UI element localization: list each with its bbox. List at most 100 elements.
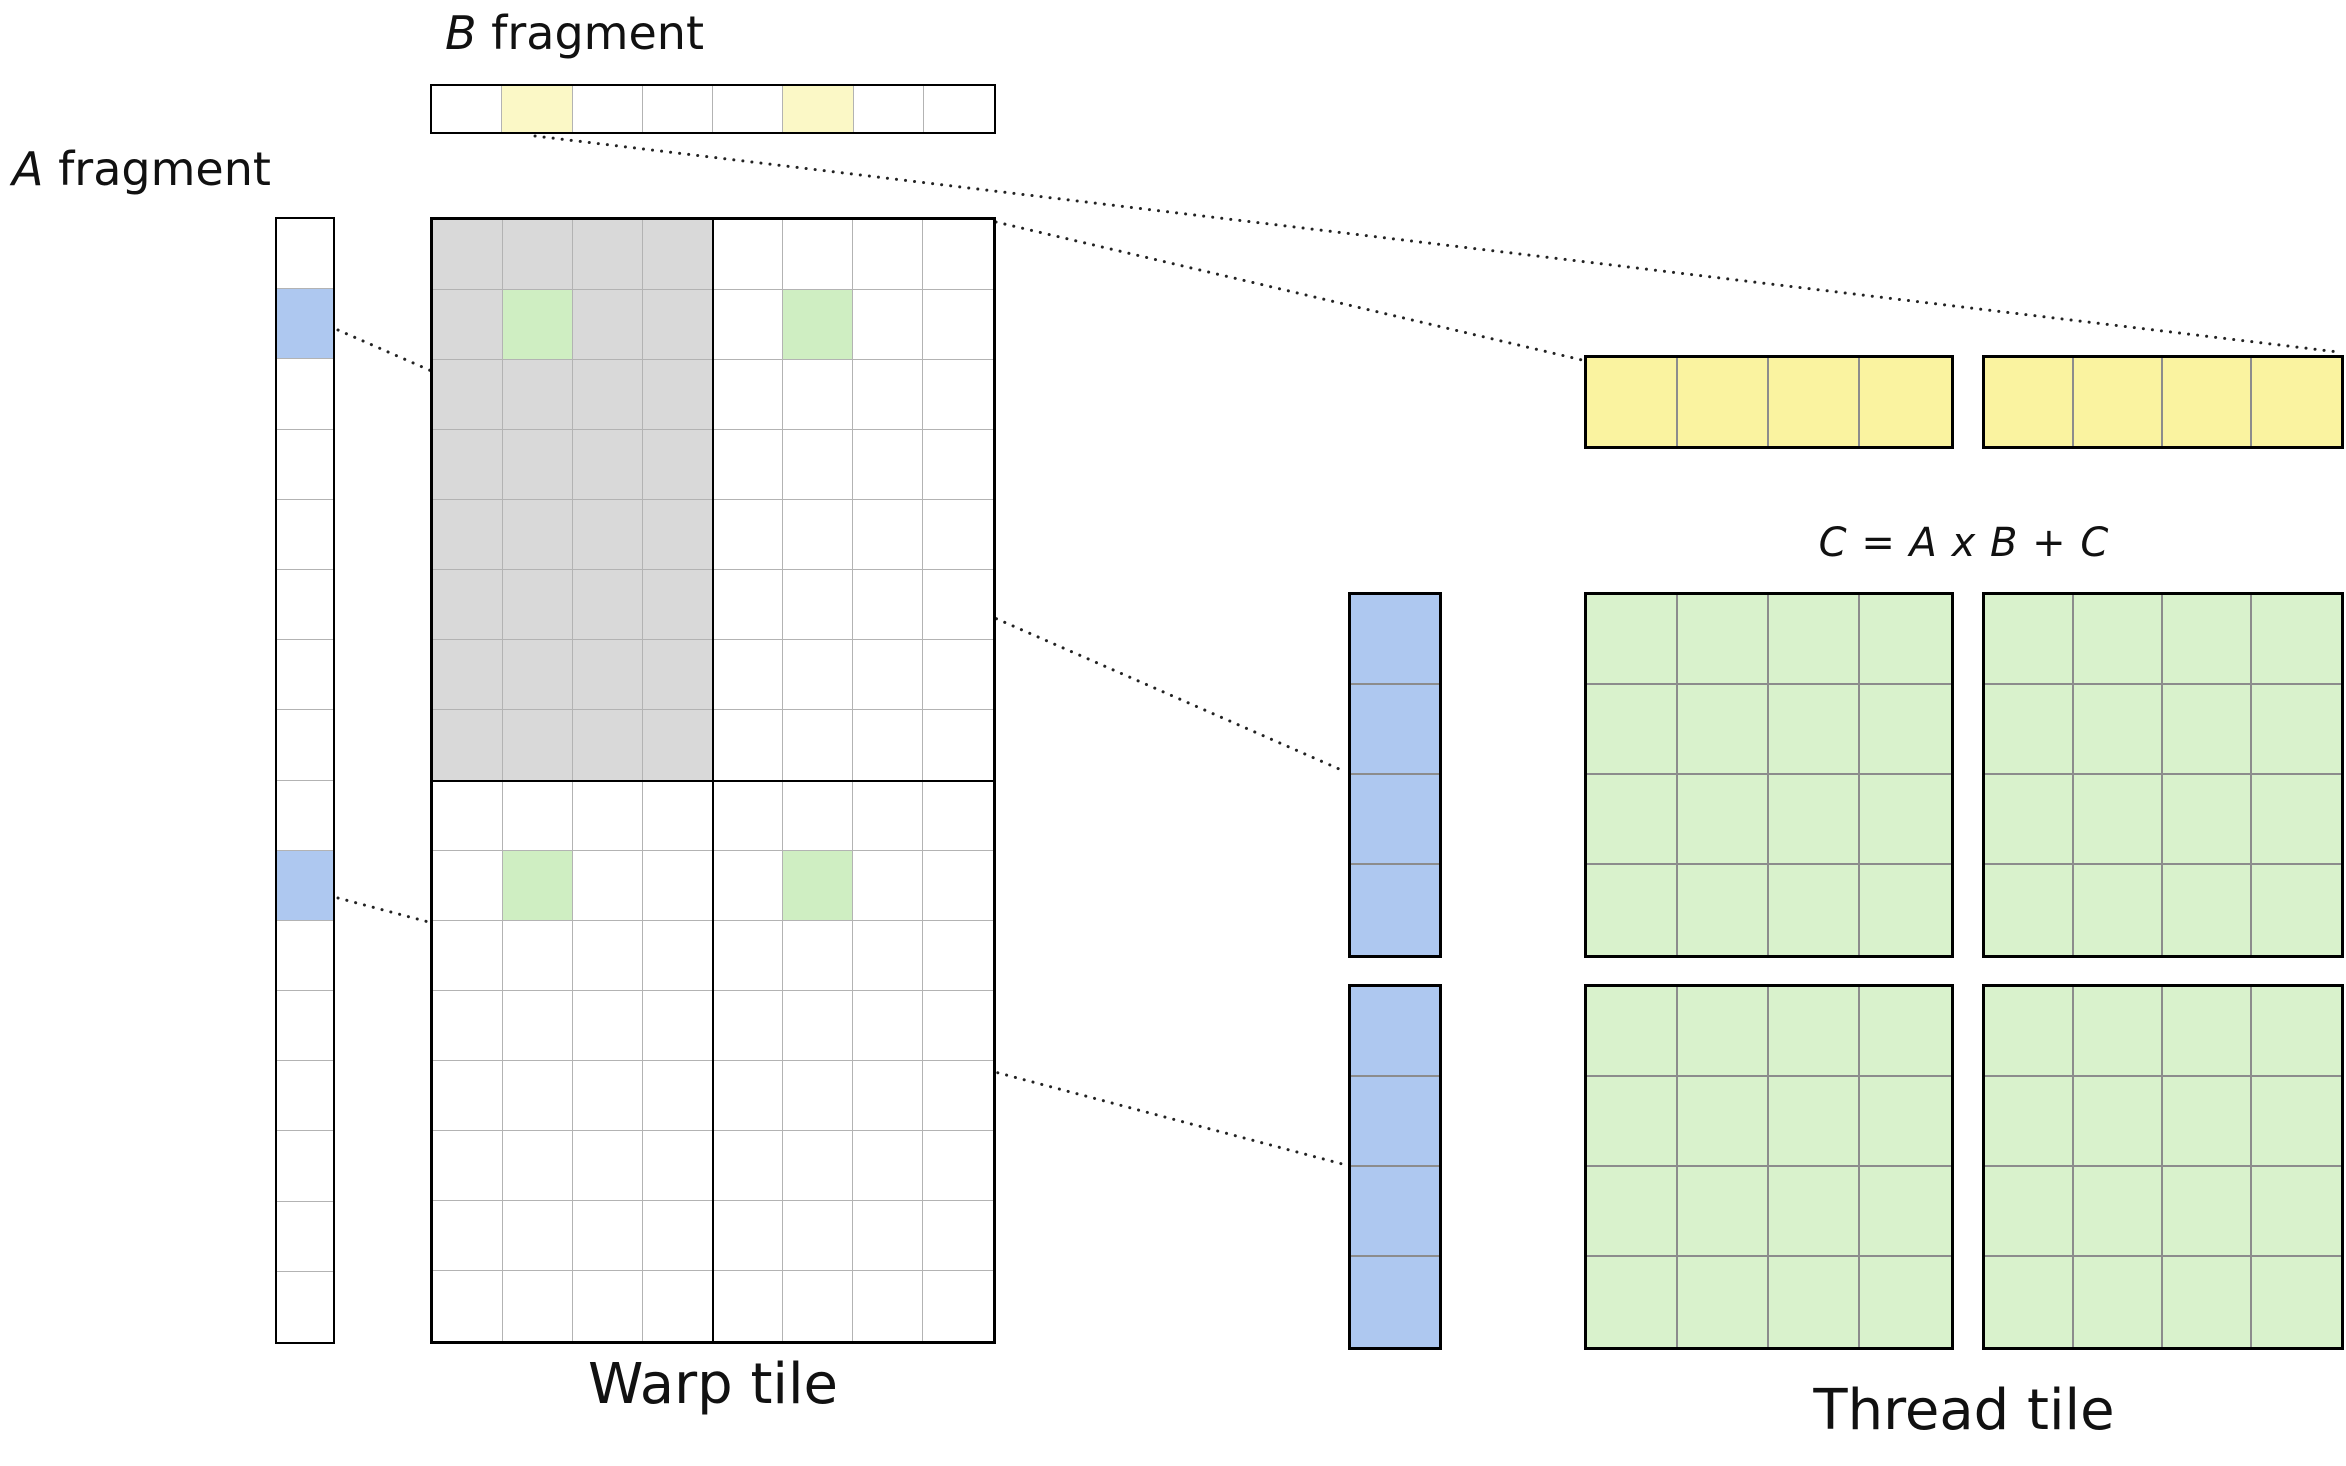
thread-tile-cell xyxy=(2074,595,2163,685)
b-thread-strip-cell xyxy=(1587,358,1678,446)
thread-tile-cell xyxy=(1678,865,1769,955)
a-thread-strip-cell xyxy=(1351,775,1439,865)
warp-tile-cell xyxy=(573,290,643,361)
b-thread-strip-cell xyxy=(2074,358,2163,446)
warp-tile-cell xyxy=(643,920,713,991)
warp-tile-cell xyxy=(713,920,783,991)
warp-tile-cell xyxy=(783,360,853,431)
warp-tile-cell xyxy=(713,780,783,851)
thread-tile-cell xyxy=(2252,987,2341,1077)
warp-tile-cell xyxy=(783,1270,853,1341)
warp-tile-cell xyxy=(783,640,853,711)
a-fragment-strip xyxy=(275,217,335,1344)
thread-tile-bottom-left xyxy=(1584,984,1954,1350)
warp-tile-cell xyxy=(573,1130,643,1201)
a-thread-strip-cell xyxy=(1351,685,1439,775)
connector-warp-tile-to-strips xyxy=(994,220,1584,362)
b-thread-strip-cell xyxy=(1769,358,1860,446)
warp-tile-cell xyxy=(573,990,643,1061)
thread-tile-cell xyxy=(2074,1167,2163,1257)
thread-tile-cell xyxy=(1860,1167,1951,1257)
thread-tile-cell xyxy=(2163,987,2252,1077)
warp-tile-cell xyxy=(503,640,573,711)
thread-tile-cell xyxy=(1860,1257,1951,1347)
warp-tile-cell xyxy=(573,360,643,431)
a-thread-strip-1 xyxy=(1348,592,1442,958)
warp-tile-cell xyxy=(643,290,713,361)
warp-tile-cell xyxy=(853,1130,923,1201)
warp-tile-cell xyxy=(643,990,713,1061)
equation-label: C = A x B + C xyxy=(1818,520,2110,566)
warp-tile-horizontal-divider xyxy=(433,779,993,782)
warp-tile-cell xyxy=(573,640,643,711)
warp-tile-cell xyxy=(713,360,783,431)
warp-tile-cell xyxy=(433,850,503,921)
warp-tile-cell xyxy=(643,1270,713,1341)
b-fragment-label: B fragment xyxy=(445,6,704,60)
thread-tile-cell xyxy=(1860,595,1951,685)
warp-tile-cell xyxy=(503,360,573,431)
warp-tile-cell xyxy=(503,500,573,571)
thread-tile-cell xyxy=(1678,1167,1769,1257)
warp-tile-cell xyxy=(713,1270,783,1341)
thread-tile-top-left-grid xyxy=(1587,595,1951,955)
warp-tile-cell xyxy=(433,1270,503,1341)
warp-tile-cell xyxy=(923,1060,993,1131)
warp-tile-cell xyxy=(783,1130,853,1201)
warp-tile-cell xyxy=(503,220,573,291)
warp-tile-cell xyxy=(783,570,853,641)
warp-tile-cell xyxy=(783,220,853,291)
b-fragment-cell xyxy=(923,86,994,132)
b-thread-strip-cell xyxy=(1860,358,1951,446)
warp-tile-cell xyxy=(433,990,503,1061)
warp-tile-cell xyxy=(503,850,573,921)
thread-tile-cell xyxy=(2163,775,2252,865)
a-thread-strip-2 xyxy=(1348,984,1442,1350)
thread-tile-cell xyxy=(1985,987,2074,1077)
a-fragment-cell xyxy=(277,359,333,430)
warp-tile-grid xyxy=(433,220,993,1341)
a-thread-strip-1-grid xyxy=(1351,595,1439,955)
thread-tile-cell xyxy=(2074,775,2163,865)
warp-tile-cell xyxy=(713,990,783,1061)
thread-tile-cell xyxy=(2163,1257,2252,1347)
warp-tile-cell xyxy=(783,1060,853,1131)
a-fragment-cell xyxy=(277,1131,333,1202)
b-fragment-cell xyxy=(502,86,573,132)
thread-tile-cell xyxy=(1769,685,1860,775)
thread-tile-cell xyxy=(1678,987,1769,1077)
warp-tile-cell xyxy=(433,920,503,991)
thread-tile-cell xyxy=(2163,1167,2252,1257)
warp-tile-cell xyxy=(643,430,713,501)
warp-tile-cell xyxy=(853,360,923,431)
warp-tile-cell xyxy=(573,430,643,501)
thread-tile-cell xyxy=(1769,987,1860,1077)
warp-tile-cell xyxy=(503,920,573,991)
warp-tile-cell xyxy=(713,570,783,641)
warp-tile-cell xyxy=(923,1270,993,1341)
thread-tile-cell xyxy=(1769,595,1860,685)
warp-tile-cell xyxy=(783,710,853,781)
thread-tile-cell xyxy=(2252,1257,2341,1347)
warp-tile-cell xyxy=(503,780,573,851)
warp-tile-cell xyxy=(503,990,573,1061)
a-fragment-cell xyxy=(277,289,333,360)
warp-tile-cell xyxy=(783,990,853,1061)
b-fragment-strip-grid xyxy=(432,86,994,132)
thread-tile-cell xyxy=(1587,1077,1678,1167)
thread-tile-cell xyxy=(2163,685,2252,775)
thread-tile-cell xyxy=(2252,1167,2341,1257)
a-thread-strip-cell xyxy=(1351,595,1439,685)
thread-tile-cell xyxy=(1860,987,1951,1077)
warp-tile-cell xyxy=(853,430,923,501)
warp-tile-cell xyxy=(783,430,853,501)
warp-tile-cell xyxy=(573,1270,643,1341)
thread-tile-cell xyxy=(2074,1077,2163,1167)
thread-tile-cell xyxy=(1860,685,1951,775)
a-fragment-cell xyxy=(277,499,333,570)
a-fragment-cell xyxy=(277,920,333,992)
warp-tile-cell xyxy=(713,290,783,361)
thread-tile-cell xyxy=(2252,865,2341,955)
a-fragment-cell xyxy=(277,569,333,641)
warp-tile-cell xyxy=(643,710,713,781)
